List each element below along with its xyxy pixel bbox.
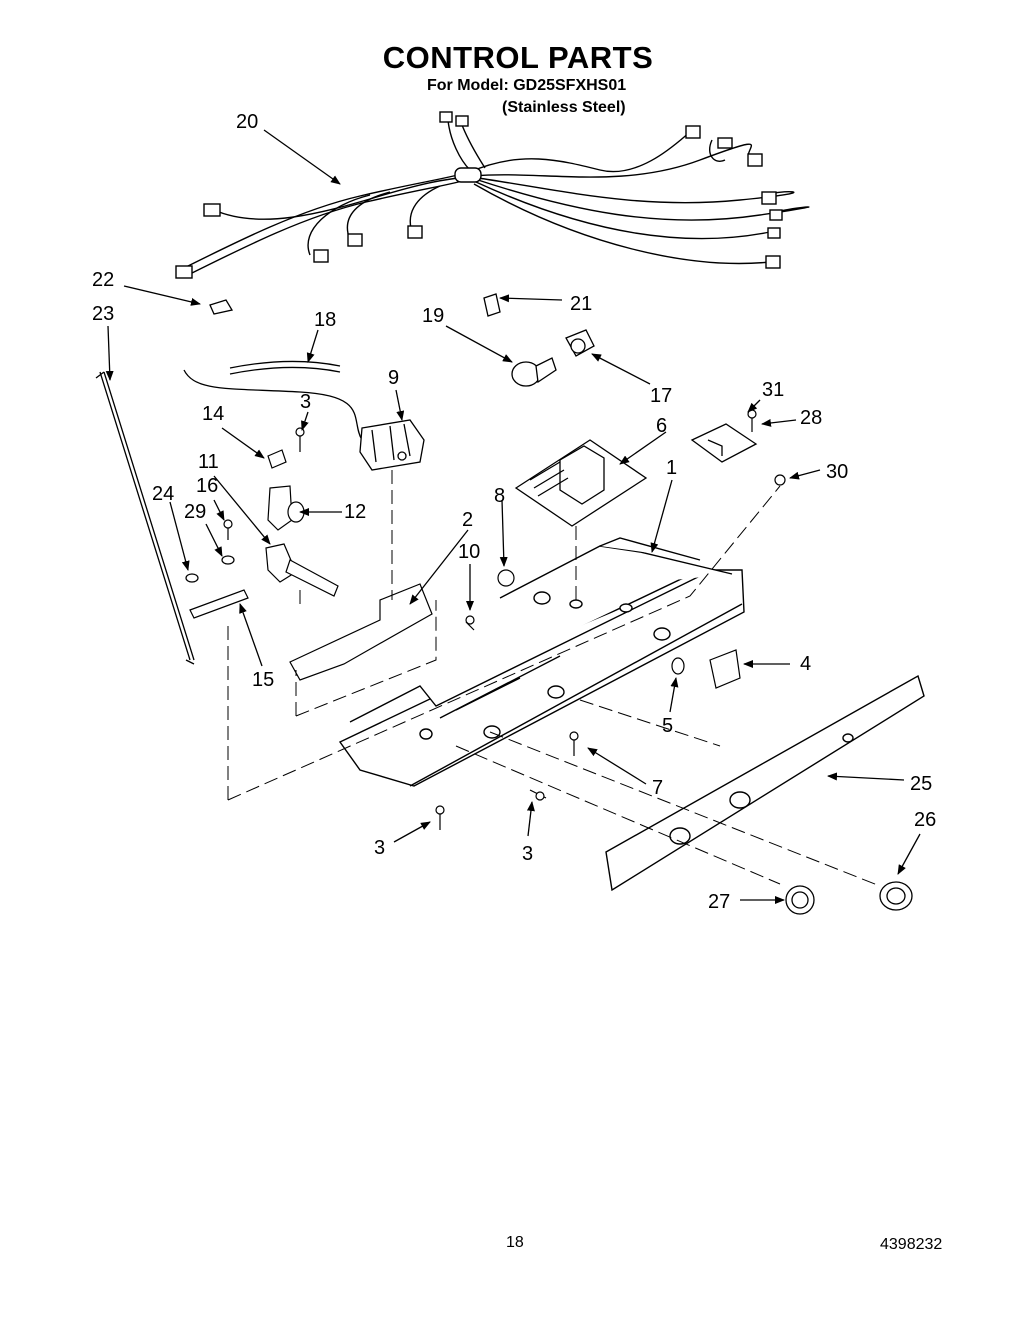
control-board-part-6	[514, 439, 648, 527]
link-part-15	[189, 589, 249, 619]
control-knob-part-11	[265, 543, 339, 597]
callout-23: 23	[92, 303, 114, 325]
switch-part-4	[709, 649, 741, 689]
callout-27: 27	[708, 891, 730, 913]
callout-28: 28	[800, 407, 822, 429]
light-bulb-part-19	[511, 357, 557, 387]
callout-8: 8	[494, 485, 505, 507]
clip-part-22	[209, 299, 234, 315]
tube-part-18	[183, 360, 363, 441]
callout-21: 21	[570, 293, 592, 315]
wire-harness-part	[175, 111, 810, 279]
screw-part-28	[747, 409, 757, 432]
thermostat-part-14	[267, 449, 287, 469]
callout-30: 30	[826, 461, 848, 483]
nut-part-30	[774, 474, 786, 486]
finish-line: (Stainless Steel)	[502, 99, 626, 116]
callout-31: 31	[762, 379, 784, 401]
callout-5: 5	[662, 715, 673, 737]
document-number: 4398232	[880, 1236, 943, 1253]
callout-2: 2	[462, 509, 473, 531]
callout-16: 16	[196, 475, 218, 497]
callout-24: 24	[152, 483, 174, 505]
callout-29: 29	[184, 501, 206, 523]
callout-7: 7	[652, 777, 663, 799]
washer-part-24	[185, 573, 199, 583]
callout-12: 12	[344, 501, 366, 523]
screw-part-3-lower-right	[529, 789, 547, 801]
callout-17: 17	[650, 385, 672, 407]
clip-part-21	[483, 293, 501, 317]
callout-19: 19	[422, 305, 444, 327]
assembly-guide-lines	[227, 470, 881, 887]
washer-part-29	[221, 519, 235, 565]
callout-4: 4	[800, 653, 811, 675]
callout-20: 20	[236, 111, 258, 133]
page-title: CONTROL PARTS	[382, 40, 654, 75]
sensor-part-31	[690, 423, 758, 463]
page-number: 18	[506, 1234, 524, 1251]
callout-22: 22	[92, 269, 114, 291]
bracket-part-2	[289, 583, 433, 681]
screw-part-7	[569, 731, 579, 756]
grommet-part-8	[497, 569, 515, 587]
damper-part-12	[267, 485, 305, 531]
button-part-26	[879, 881, 913, 911]
button-part-27	[785, 885, 815, 915]
callout-26: 26	[914, 809, 936, 831]
model-line: For Model: GD25SFXHS01	[427, 77, 627, 94]
bracket-part-23	[95, 371, 195, 665]
callout-25: 25	[910, 773, 932, 795]
screw-part-3-lower-left	[435, 805, 445, 830]
switch-part-9	[359, 419, 425, 471]
screw-part-3-upper	[295, 427, 305, 452]
callout-leader-lines	[105, 129, 921, 904]
lamp-part-5	[671, 657, 685, 675]
callout-labels: 20 22 23 18 19 21 17 9 3 14 11 16 12 24 …	[92, 111, 936, 913]
trim-strip-part-25	[605, 674, 925, 892]
callout-6: 6	[656, 415, 667, 437]
callout-18: 18	[314, 309, 336, 331]
callout-3-upper: 3	[300, 391, 311, 413]
callout-10: 10	[458, 541, 480, 563]
callout-14: 14	[202, 403, 224, 425]
screw-part-10	[465, 615, 475, 631]
callout-3-lower-right: 3	[522, 843, 533, 865]
callout-3-lower-left: 3	[374, 837, 385, 859]
socket-part-17	[565, 329, 595, 357]
callout-9: 9	[388, 367, 399, 389]
callout-15: 15	[252, 669, 274, 691]
control-housing-part-1	[338, 537, 745, 787]
callout-1: 1	[666, 457, 677, 479]
callout-11: 11	[198, 451, 219, 473]
